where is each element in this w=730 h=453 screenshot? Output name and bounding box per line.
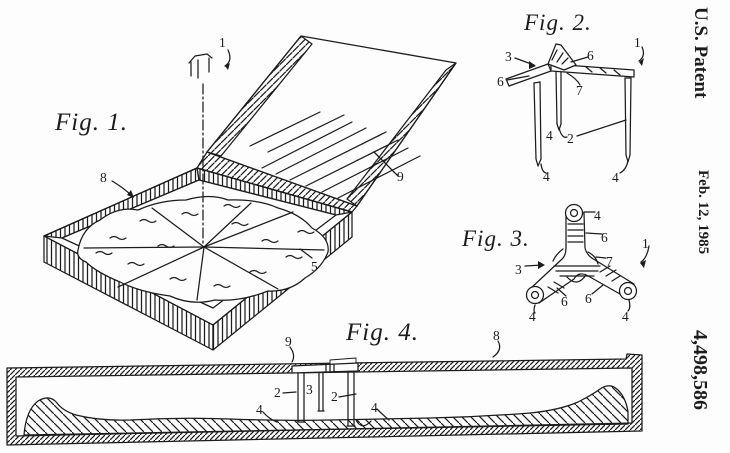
pizza-topping-squiggles [95,203,315,289]
fig3-ref-6c: 6 [585,291,592,306]
figure-4: Fig. 4. [6,319,643,446]
saver-leg-socket-left [525,285,545,305]
fig2-ref-6b: 6 [497,74,504,89]
fig3-ref-6b: 6 [561,294,568,309]
fig2-ref-4a: 4 [546,128,553,143]
saver-perspective [505,43,635,167]
figure-2: Fig. 2. [497,10,645,185]
fig1-ref-8: 8 [100,170,107,185]
fig4-ref-2a: 2 [274,385,281,400]
patent-number: 4,498,586 [689,330,711,410]
fig3-ref-1: 1 [642,236,649,251]
fig3-ref-3: 3 [515,262,522,277]
fig1-leaders [111,49,399,259]
lid-left-flange [206,35,313,157]
fig3-ref-7: 7 [606,254,613,269]
fig1-ref-5: 5 [311,259,318,274]
saver-left-arm [505,63,552,87]
fig1-label: Fig. 1. [54,109,128,136]
fig1-ref-1: 1 [219,35,226,50]
pizza-slice-lines [83,202,325,301]
saver-section [291,362,372,427]
fig4-ref-3: 3 [306,382,313,397]
fillet-arc [552,248,564,262]
pizza-box-lid [196,35,457,213]
fig4-leaders [262,340,501,423]
saver-legs [533,71,632,167]
pizza-saver-small [188,53,213,79]
patent-date: Feb. 12, 1985 [695,170,711,254]
lid-right-flange [346,62,457,207]
fig2-ref-6a: 6 [587,48,594,63]
fig4-ref-4a: 4 [256,402,263,417]
saver-plate-section [291,362,359,374]
pizza-top [77,195,329,303]
figure-1: Fig. 1. [43,35,457,351]
patent-header: U.S. Patent Feb. 12, 1985 4,498,586 [689,7,711,410]
fig4-label: Fig. 4. [345,319,419,346]
fig2-ref-2: 2 [567,131,574,146]
fig2-ref-3: 3 [505,49,512,64]
patent-title: U.S. Patent [690,7,711,99]
figure-3: Fig. 3. [461,203,650,324]
pizza-dip-arc [355,419,372,427]
fig2-ref-1: 1 [634,35,641,50]
fig4-ref-8: 8 [493,328,500,343]
saver-top-hatch [547,223,621,294]
saver-y-body [529,212,635,304]
lid-reflection-lines [249,111,421,199]
fillet-arc [587,251,599,265]
fig3-ref-4a: 4 [594,208,601,223]
fig2-label: Fig. 2. [523,10,592,35]
fig4-ref-2b: 2 [331,389,338,404]
fig2-ref-4b: 4 [543,169,550,184]
fig2-ref-7: 7 [576,83,583,98]
fig1-ref-9: 9 [397,169,404,184]
saver-leg-socket-right [618,281,638,301]
fig3-ref-4c: 4 [622,309,629,324]
fig3-label: Fig. 3. [461,226,530,251]
fig3-ref-4b: 4 [529,309,536,324]
fig4-ref-9: 9 [285,334,292,349]
saver-back-arm-fin [547,43,577,71]
fin-hatch [551,49,621,76]
fig3-ref-6a: 6 [601,230,608,245]
saver-legs-section [296,372,356,427]
plate-hatch [325,364,335,372]
fillet-arc [566,274,587,283]
saver-leg-socket-top [564,203,584,223]
fig4-ref-4b: 4 [371,400,378,415]
pizza-section [23,385,629,436]
saver-top-view [525,203,638,305]
fig2-ref-4c: 4 [612,170,619,185]
fig3-leaders [524,211,650,314]
fig2-leaders [506,46,645,174]
